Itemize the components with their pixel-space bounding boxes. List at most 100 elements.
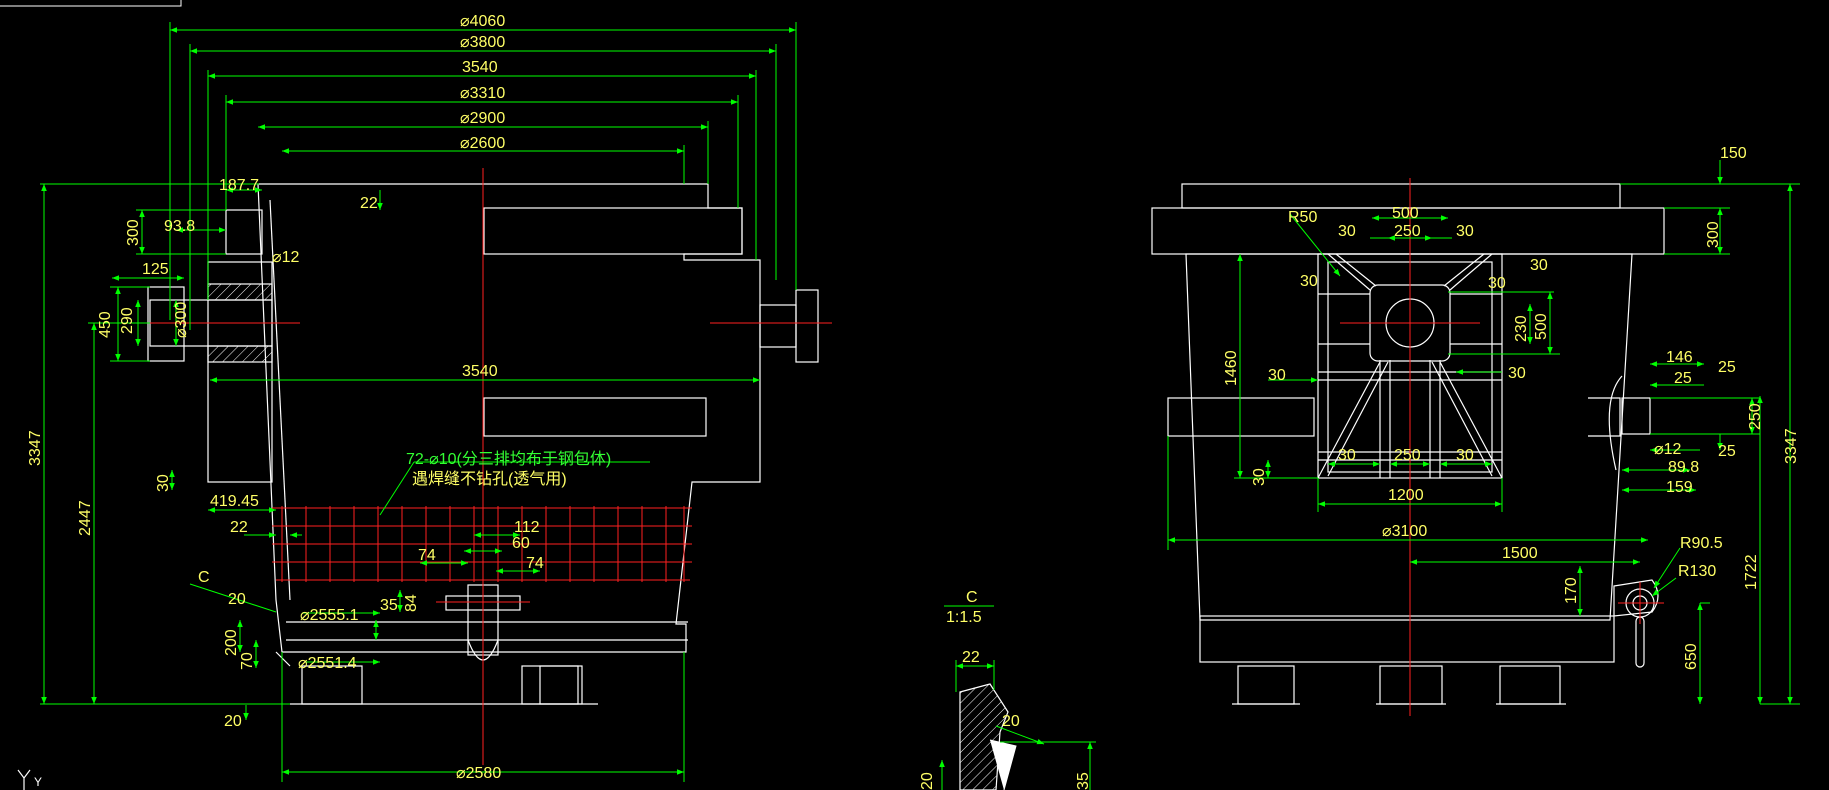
side-dim-250-top: 250	[1394, 223, 1421, 240]
dim-d4060: ⌀4060	[460, 13, 505, 30]
dim-d2551: ⌀2551.4	[298, 655, 357, 672]
side-dim-30-c: 30	[1300, 273, 1318, 290]
brace-br-b	[1431, 361, 1493, 477]
detail-inner-cut	[989, 739, 1017, 790]
trunnion-lug	[225, 209, 263, 255]
side-dim-30-d: 30	[1488, 275, 1506, 292]
brace-tr-a	[1449, 253, 1493, 291]
dim-74-a: 74	[418, 547, 436, 564]
brace-tl-a	[1327, 253, 1371, 291]
front-leg-right	[539, 665, 583, 705]
side-r130: R130	[1678, 563, 1716, 580]
brace-bl-b	[1327, 361, 1389, 477]
side-dim-250-bot: 250	[1394, 447, 1421, 464]
side-body	[1185, 253, 1633, 621]
side-leg-1	[1237, 665, 1295, 705]
side-dim-1722: 1722	[1743, 554, 1760, 590]
side-dim-30-e: 30	[1530, 257, 1548, 274]
side-dim-3100: ⌀3100	[1382, 523, 1427, 540]
trunnion-plate	[147, 286, 185, 362]
dim-d3800: ⌀3800	[460, 34, 505, 51]
side-dim-170: 170	[1563, 577, 1580, 604]
dim-3347: 3347	[27, 430, 44, 466]
dim-419: 419.45	[210, 493, 259, 510]
front-dimension-texts: ⌀4060 ⌀3800 3540 ⌀3310 ⌀2900 ⌀2600 3540 …	[27, 13, 611, 782]
detail-section-shape	[959, 683, 1009, 790]
side-dim-30-v: 30	[1251, 468, 1268, 486]
detail-dim-35: 35	[1075, 772, 1092, 790]
side-dim-89: 89.8	[1668, 459, 1699, 476]
dim-200: 200	[223, 629, 240, 656]
side-dim-230: 230	[1513, 315, 1530, 342]
dim-74-b: 74	[526, 555, 544, 572]
brace-tr-b	[1443, 253, 1485, 287]
dim-22-top: 22	[360, 195, 378, 212]
side-dim-30-b: 30	[1456, 223, 1474, 240]
side-r50: R50	[1288, 209, 1317, 226]
ucs-axis-label: Y	[34, 775, 42, 789]
dim-30: 30	[155, 474, 172, 492]
dim-d3310: ⌀3310	[460, 85, 505, 102]
side-dim-30-i: 30	[1456, 447, 1474, 464]
side-dim-30-g: 30	[1268, 367, 1286, 384]
dim-d2580: ⌀2580	[456, 765, 501, 782]
side-dim-3347: 3347	[1783, 428, 1800, 464]
side-r90: R90.5	[1680, 535, 1723, 552]
dim-35: 35	[380, 597, 398, 614]
side-dim-159: 159	[1666, 479, 1693, 496]
detail-c-view: C 1:1.5 22 20 20 35	[919, 589, 1096, 790]
front-inner-wall	[269, 199, 291, 601]
dim-60: 60	[512, 535, 530, 552]
dim-20-b: 20	[224, 713, 242, 730]
section-mark-c: C	[198, 569, 210, 586]
side-lug	[1621, 397, 1651, 435]
side-mid-band	[1167, 397, 1315, 437]
brace-br-a	[1439, 361, 1503, 479]
dim-12: ⌀12	[272, 249, 300, 266]
detail-label: C	[966, 589, 978, 606]
dim-112: 112	[514, 519, 540, 536]
front-dimension-lines	[40, 22, 797, 782]
side-dim-30-f: 30	[1508, 365, 1526, 382]
dim-300-v: 300	[125, 219, 142, 246]
side-hook-plate	[1613, 579, 1659, 617]
side-leg-3	[1499, 665, 1561, 705]
dim-300-phi: ⌀300	[173, 302, 190, 338]
trunnion-right-plate	[795, 289, 819, 363]
dim-450: 450	[97, 311, 114, 338]
side-centerlines	[1340, 178, 1664, 716]
ucs-axis-icon	[17, 769, 31, 790]
side-dim-1460: 1460	[1223, 350, 1240, 386]
side-bottom-band	[1199, 615, 1615, 663]
side-dim-146: 146	[1666, 349, 1693, 366]
perforation-grid	[272, 506, 692, 582]
dim-2447: 2447	[77, 500, 94, 536]
dim-84: 84	[403, 594, 420, 612]
front-top-flange	[483, 207, 743, 255]
side-dim-30-a: 30	[1338, 223, 1356, 240]
side-dim-650: 650	[1683, 643, 1700, 670]
trunnion-hatch-top	[207, 283, 273, 301]
side-view	[1151, 183, 1665, 705]
front-mid-band	[483, 397, 707, 437]
detail-dim-22: 22	[962, 649, 980, 666]
trunnion-hub	[207, 261, 273, 483]
front-lower-edge	[275, 651, 291, 667]
side-dimension-lines	[1167, 160, 1800, 705]
side-dim-25-b: 25	[1718, 359, 1736, 376]
detail-dim-20-h: 20	[1002, 713, 1020, 730]
model-tab-remnant[interactable]	[0, 0, 182, 7]
dim-d2600: ⌀2600	[460, 135, 505, 152]
dim-d3540-mid: 3540	[462, 363, 498, 380]
trunnion-hatch-bot	[207, 345, 273, 363]
trunnion-right-shaft	[759, 304, 797, 348]
detail-dim-20-v: 20	[919, 772, 936, 790]
side-dim-25-c: 25	[1718, 443, 1736, 460]
side-dim-25-a: 25	[1674, 370, 1692, 387]
side-dim-500-v: 500	[1533, 313, 1550, 340]
brace-tl-b	[1335, 253, 1377, 287]
side-dim-250-v: 250	[1747, 403, 1764, 430]
side-dim-150: 150	[1720, 145, 1747, 162]
side-dim-300: 300	[1705, 221, 1722, 248]
